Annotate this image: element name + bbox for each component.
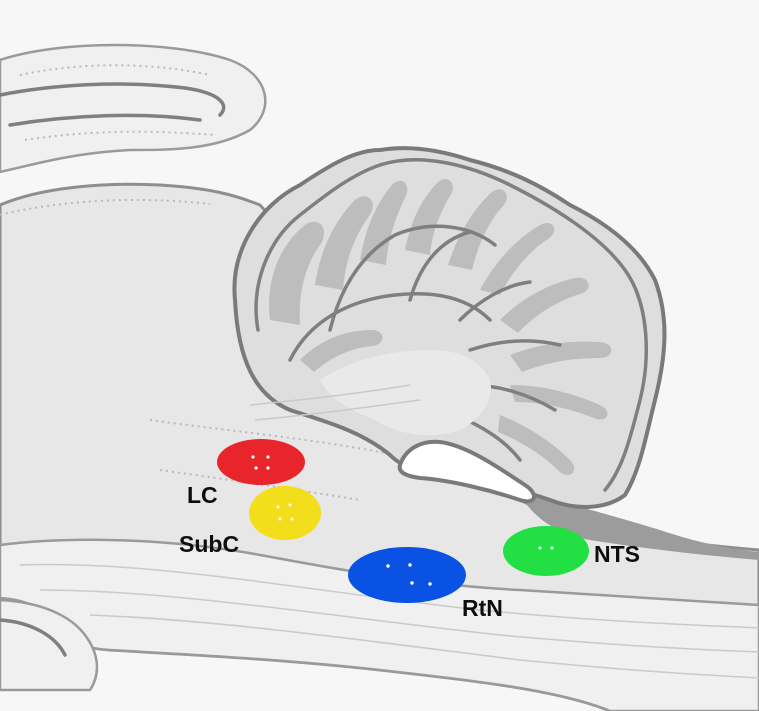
label-subc: SubC <box>179 531 239 557</box>
label-nts: NTS <box>594 541 640 567</box>
label-lc: LC <box>187 482 218 508</box>
region-nts-marker <box>503 526 589 576</box>
region-rtn-marker <box>348 547 466 603</box>
region-lc-marker <box>217 439 305 485</box>
region-subc-marker <box>249 486 321 540</box>
label-rtn: RtN <box>462 595 503 621</box>
